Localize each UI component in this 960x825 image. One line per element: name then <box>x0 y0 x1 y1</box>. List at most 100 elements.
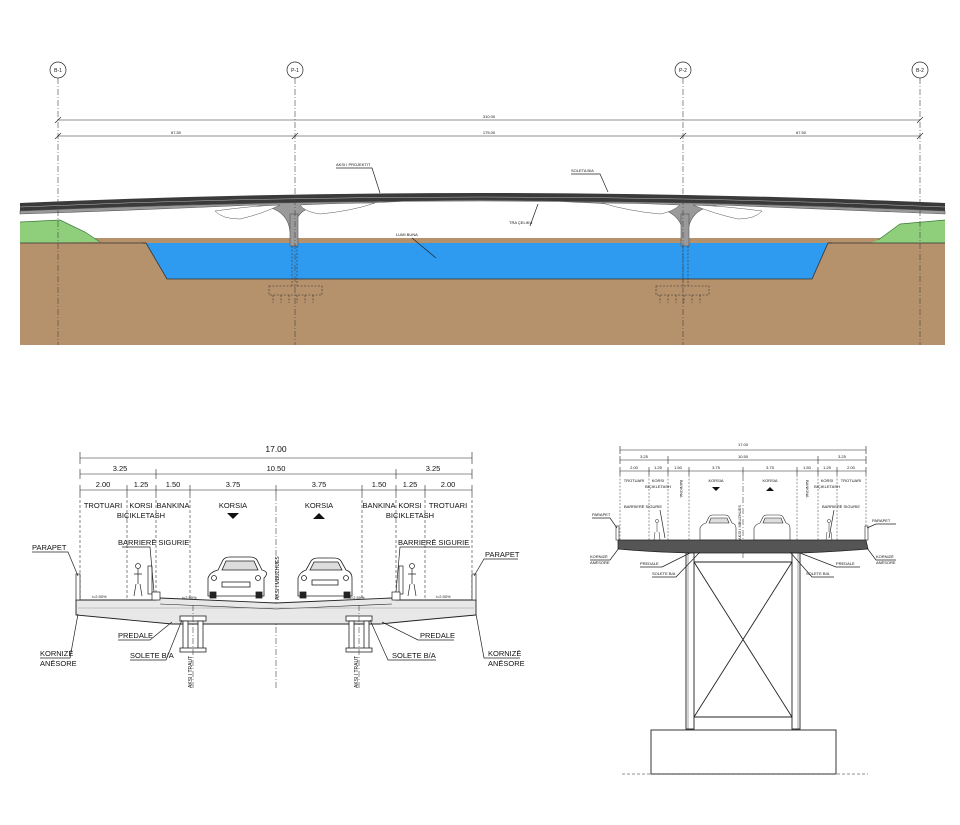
elevation-dimensions: 310.00 67.50 175.00 67.50 <box>54 114 924 140</box>
svg-text:BARRIERË SIGURIE: BARRIERË SIGURIE <box>398 538 469 547</box>
grass-right <box>870 220 945 243</box>
svg-text:2.00: 2.00 <box>847 465 856 470</box>
svg-text:PARAPET: PARAPET <box>32 543 67 552</box>
svg-text:17.00: 17.00 <box>738 442 749 447</box>
car-left-small <box>699 514 737 541</box>
svg-text:310.00: 310.00 <box>483 114 496 119</box>
svg-text:KORNIZË: KORNIZË <box>590 554 608 559</box>
svg-text:3.75: 3.75 <box>226 480 241 489</box>
svg-text:BARRIERË SIGURIE: BARRIERË SIGURIE <box>822 504 860 509</box>
pier-p1 <box>289 213 299 247</box>
svg-text:KORSI: KORSI <box>129 501 152 510</box>
svg-text:10.50: 10.50 <box>738 454 749 459</box>
svg-text:1.25: 1.25 <box>823 465 832 470</box>
svg-text:BARRIERË SIGURIE: BARRIERË SIGURIE <box>624 504 662 509</box>
svg-text:AKSI I TRAUT: AKSI I TRAUT <box>188 656 194 688</box>
svg-text:BIÇIKLETASH: BIÇIKLETASH <box>386 511 434 520</box>
svg-text:PREDALE: PREDALE <box>420 631 455 640</box>
svg-text:AKSI I PROJEKTIT: AKSI I PROJEKTIT <box>336 162 371 167</box>
svg-text:67.50: 67.50 <box>796 130 807 135</box>
svg-text:PREDALE: PREDALE <box>118 631 153 640</box>
svg-text:SOLETE B/A: SOLETE B/A <box>652 571 676 576</box>
svg-text:PARAPET: PARAPET <box>485 550 520 559</box>
section-left-callouts: PARAPET BARRIERË SIGURIE BARRIERË SIGURI… <box>32 538 525 668</box>
svg-text:BANKINA: BANKINA <box>805 480 810 498</box>
svg-text:SOLETE B/A: SOLETE B/A <box>130 651 174 660</box>
svg-text:3.25: 3.25 <box>640 454 649 459</box>
svg-text:i=2.50%: i=2.50% <box>350 595 365 600</box>
axis-marker-b2: B-2 <box>911 61 929 79</box>
svg-text:10.50: 10.50 <box>267 464 286 473</box>
svg-text:B-2: B-2 <box>916 68 924 74</box>
foundation-p1 <box>268 246 323 303</box>
car-right <box>297 557 353 599</box>
svg-text:TRA ÇELIKU: TRA ÇELIKU <box>509 220 532 225</box>
svg-text:175.00: 175.00 <box>483 130 496 135</box>
svg-text:KORSIA: KORSIA <box>708 478 723 483</box>
svg-text:SOLETA B/A: SOLETA B/A <box>571 168 594 173</box>
axis-marker-b1: B-1 <box>49 61 67 79</box>
svg-text:2.00: 2.00 <box>441 480 456 489</box>
svg-text:AKSI I MBUZHUES: AKSI I MBUZHUES <box>275 556 281 600</box>
pier-footing <box>650 729 837 775</box>
section-right-callouts: PARAPET BARRIERË SIGURIE BARRIERË SIGURI… <box>590 504 896 578</box>
elevation-labels: AKSI I PROJEKTIT SOLETA B/A LUMI BUNA TR… <box>336 162 609 259</box>
direction-arrow-up-icon <box>313 513 325 519</box>
svg-text:TROTUARI: TROTUARI <box>841 478 861 483</box>
svg-text:ANËSORE: ANËSORE <box>40 659 77 668</box>
svg-text:SOLETE B/A: SOLETE B/A <box>392 651 436 660</box>
svg-text:3.25: 3.25 <box>426 464 441 473</box>
svg-text:AKSI I MBUZHUES: AKSI I MBUZHUES <box>737 505 742 540</box>
svg-text:3.75: 3.75 <box>312 480 327 489</box>
svg-text:KORSI: KORSI <box>821 478 833 483</box>
section-left-zone-labels: TROTUARI KORSI BIÇIKLETASH BANKINA KORSI… <box>84 501 467 600</box>
svg-text:3.75: 3.75 <box>766 465 775 470</box>
svg-text:BANKINA: BANKINA <box>157 501 190 510</box>
svg-text:i=2.50%: i=2.50% <box>92 594 107 599</box>
svg-text:BANKINA: BANKINA <box>679 480 684 498</box>
svg-text:1.50: 1.50 <box>803 465 812 470</box>
svg-text:KORSI: KORSI <box>652 478 664 483</box>
axis-marker-p1: P-1 <box>286 61 304 79</box>
pier-p2 <box>680 213 690 247</box>
svg-text:67.50: 67.50 <box>171 130 182 135</box>
svg-text:1.25: 1.25 <box>134 480 149 489</box>
svg-text:BARRIERË SIGURIE: BARRIERË SIGURIE <box>118 538 189 547</box>
svg-text:1.50: 1.50 <box>674 465 683 470</box>
grass-left <box>20 220 100 243</box>
cross-section-left: 17.00 3.25 10.50 3.25 2.00 1.25 1.50 3.7… <box>32 444 525 690</box>
svg-text:KORNIZË: KORNIZË <box>876 554 894 559</box>
deck-section-left: AKSI I TRAUT AKSI I TRAUT i=2.50% i=2.50… <box>75 573 477 690</box>
direction-arrow-up-icon <box>766 487 774 491</box>
svg-text:PREDALE: PREDALE <box>836 561 855 566</box>
svg-text:ANËSORE: ANËSORE <box>876 560 896 565</box>
svg-text:2.00: 2.00 <box>96 480 111 489</box>
svg-text:3.25: 3.25 <box>113 464 128 473</box>
svg-text:i=2.50%: i=2.50% <box>182 595 197 600</box>
svg-text:TROTUARI: TROTUARI <box>429 501 467 510</box>
direction-arrow-down-icon <box>227 513 239 519</box>
deck <box>20 193 945 211</box>
svg-text:ANËSORE: ANËSORE <box>488 659 525 668</box>
svg-text:KORSI: KORSI <box>398 501 421 510</box>
svg-text:PREDALE: PREDALE <box>640 561 659 566</box>
cyclist-right <box>398 563 417 597</box>
svg-text:3.75: 3.75 <box>712 465 721 470</box>
svg-text:KORSIA: KORSIA <box>305 501 333 510</box>
svg-text:i=2.50%: i=2.50% <box>436 594 451 599</box>
svg-text:3.25: 3.25 <box>838 454 847 459</box>
svg-text:KORNIZË: KORNIZË <box>488 649 521 658</box>
svg-text:BIÇIKLETASH: BIÇIKLETASH <box>645 484 671 489</box>
steel-frame-pier <box>685 552 801 730</box>
section-left-dimensions: 17.00 3.25 10.50 3.25 2.00 1.25 1.50 3.7… <box>79 444 473 495</box>
svg-text:P-2: P-2 <box>679 68 687 74</box>
svg-text:PARAPET: PARAPET <box>592 512 611 517</box>
svg-text:TROTUARI: TROTUARI <box>624 478 644 483</box>
svg-text:1.25: 1.25 <box>403 480 418 489</box>
cross-section-right: 17.00 3.25 10.50 3.25 2.00 1.25 1.50 3.7… <box>590 442 896 775</box>
section-right-zone-labels: TROTUARI KORSI BIÇIKLETASH BANKINA KORSI… <box>624 478 861 540</box>
svg-text:SOLETE B/A: SOLETE B/A <box>806 571 830 576</box>
svg-text:1.25: 1.25 <box>654 465 663 470</box>
svg-text:2.00: 2.00 <box>630 465 639 470</box>
svg-text:KORSIA: KORSIA <box>762 478 777 483</box>
